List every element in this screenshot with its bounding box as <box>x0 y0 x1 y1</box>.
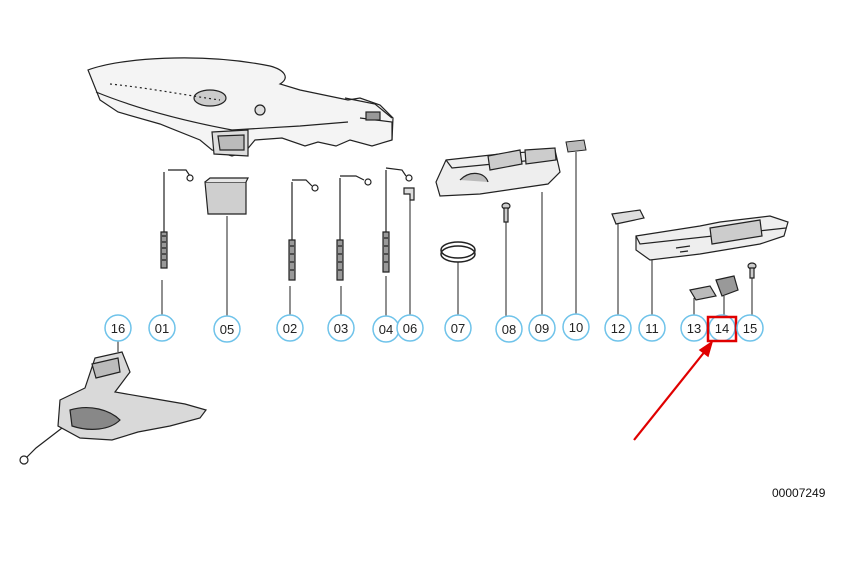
callout-10[interactable]: 10 <box>562 313 590 341</box>
callout-label: 14 <box>715 321 729 336</box>
wire-harness-03 <box>336 175 372 281</box>
cover-plate-05 <box>204 177 249 215</box>
grab-handle-11 <box>611 209 789 261</box>
clip-06 <box>403 187 415 201</box>
callout-16[interactable]: 16 <box>104 314 132 342</box>
callout-07[interactable]: 07 <box>444 314 472 342</box>
frame-16 <box>19 351 208 465</box>
wire-harness-01 <box>160 169 194 269</box>
callout-label: 05 <box>220 322 234 337</box>
callout-03[interactable]: 03 <box>327 314 355 342</box>
wire-harness-02 <box>288 179 319 281</box>
callout-label: 01 <box>155 321 169 336</box>
callout-11[interactable]: 11 <box>638 314 666 342</box>
callout-label: 16 <box>111 321 125 336</box>
callout-02[interactable]: 02 <box>276 314 304 342</box>
callout-label: 06 <box>403 321 417 336</box>
callout-label: 13 <box>687 321 701 336</box>
callout-15[interactable]: 15 <box>736 314 764 342</box>
callout-08[interactable]: 08 <box>495 315 523 343</box>
callout-label: 08 <box>502 322 516 337</box>
callout-label: 12 <box>611 321 625 336</box>
headliner-part <box>87 57 394 157</box>
callout-12[interactable]: 12 <box>604 314 632 342</box>
callout-01[interactable]: 01 <box>148 314 176 342</box>
callout-label: 09 <box>535 321 549 336</box>
document-number: 00007249 <box>772 486 826 500</box>
callout-05[interactable]: 05 <box>213 315 241 343</box>
callout-label: 03 <box>334 321 348 336</box>
callout-label: 07 <box>451 321 465 336</box>
highlight-box <box>706 315 738 343</box>
callout-label: 02 <box>283 321 297 336</box>
pointer-arrow <box>633 340 714 441</box>
screw-15 <box>747 262 757 279</box>
wire-harness-04 <box>382 167 413 273</box>
callout-label: 11 <box>645 321 659 336</box>
ring-07 <box>440 241 476 263</box>
switch-13 <box>689 285 717 301</box>
callout-label: 15 <box>743 321 757 336</box>
callout-09[interactable]: 09 <box>528 314 556 342</box>
callout-label: 04 <box>379 322 393 337</box>
callout-13[interactable]: 13 <box>680 314 708 342</box>
callout-06[interactable]: 06 <box>396 314 424 342</box>
leader-lines <box>117 152 753 352</box>
switch-14 <box>715 275 739 297</box>
callout-04[interactable]: 04 <box>372 315 400 343</box>
screw-08 <box>501 202 511 223</box>
pad-10 <box>565 139 587 153</box>
callout-label: 10 <box>569 320 583 335</box>
callout-14-highlighted[interactable]: 14 <box>706 314 738 343</box>
console-09 <box>435 147 561 197</box>
